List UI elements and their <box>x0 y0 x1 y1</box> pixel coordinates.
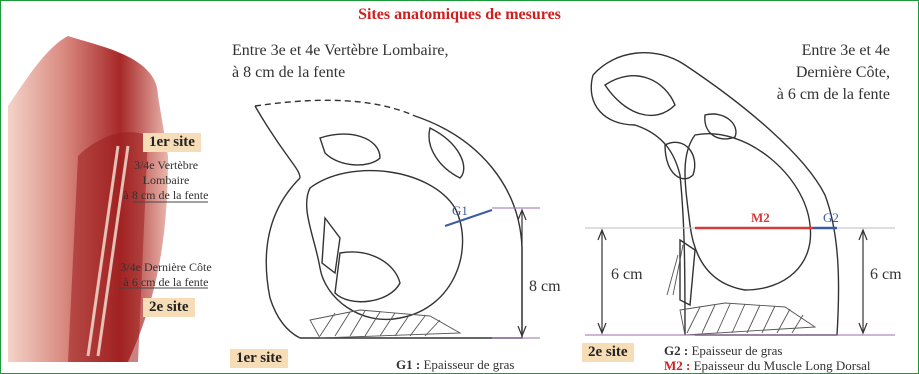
legend-code: G1 : <box>396 357 420 372</box>
rib-cross-section <box>575 45 905 345</box>
legend-code: G2 : <box>664 343 688 358</box>
legend-code: M2 : <box>664 358 690 373</box>
site2-desc-line: à 6 cm de la fente <box>118 275 214 290</box>
m2-label: M2 <box>751 207 770 229</box>
right-site-label: 2e site <box>582 343 634 362</box>
legend-text: Epaisseur de gras <box>691 343 782 358</box>
right-measure-right: 6 cm <box>870 264 902 286</box>
site1-desc-line: 3/4e Vertèbre <box>118 158 214 173</box>
g2-label: G2 <box>823 207 839 229</box>
left-caption-line: à 8 cm de la fente <box>232 62 449 84</box>
right-legend-g2: G2 : Epaisseur de gras <box>664 343 782 359</box>
site1-desc-line: Lombaire <box>118 173 214 188</box>
g1-label: G1 <box>452 200 468 222</box>
site2-description: 3/4e Dernière Côte à 6 cm de la fente <box>118 260 214 290</box>
left-site-label: 1er site <box>230 349 288 368</box>
site1-label: 1er site <box>143 133 201 152</box>
legend-text: Epaisseur de gras <box>423 357 514 372</box>
left-legend: G1 : Epaisseur de gras <box>396 357 514 373</box>
left-measure-label: 8 cm <box>529 276 561 298</box>
site1-description: 3/4e Vertèbre Lombaire à 8 cm de la fent… <box>118 158 214 203</box>
lumbar-cross-section <box>230 98 570 348</box>
site1-desc-line: à 8 cm de la fente <box>118 188 214 203</box>
right-legend-m2: M2 : Epaisseur du Muscle Long Dorsal <box>664 358 871 374</box>
figure-title: Sites anatomiques de mesures <box>0 6 919 24</box>
site2-label: 2e site <box>143 298 195 317</box>
left-caption: Entre 3e et 4e Vertèbre Lombaire, à 8 cm… <box>232 40 449 84</box>
right-measure-left: 6 cm <box>611 264 643 286</box>
site2-desc-line: 3/4e Dernière Côte <box>118 260 214 275</box>
left-caption-line: Entre 3e et 4e Vertèbre Lombaire, <box>232 40 449 62</box>
legend-text: Epaisseur du Muscle Long Dorsal <box>694 358 871 373</box>
